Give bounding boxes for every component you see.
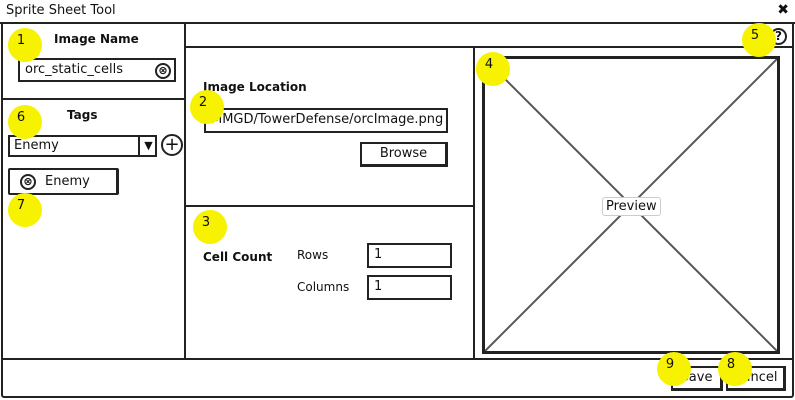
image-name-input[interactable]: orc_static_cells: [18, 58, 176, 82]
chevron-down-icon[interactable]: ▼: [138, 135, 157, 157]
divider-right: [473, 46, 475, 358]
tags-dropdown[interactable]: Enemy: [8, 135, 157, 157]
image-location-input[interactable]: MMGD/TowerDefense/orcImage.png: [204, 108, 448, 133]
divider-footer: [2, 358, 793, 360]
rows-value: 1: [374, 247, 383, 262]
clear-icon[interactable]: ⊗: [155, 63, 171, 79]
tag-chip: ⊗ Enemy: [8, 168, 119, 195]
preview-label: Preview: [602, 197, 661, 216]
tags-label: Tags: [67, 108, 98, 122]
callout-badge-6: 6: [8, 105, 42, 139]
tag-chip-label: Enemy: [45, 174, 90, 189]
callout-badge-9: 9: [657, 352, 691, 386]
badge-9-number: 9: [665, 357, 675, 372]
columns-value: 1: [374, 279, 383, 294]
callout-badge-3: 3: [193, 210, 227, 244]
divider-top-h: [186, 46, 793, 48]
divider-left-h: [2, 98, 184, 100]
image-name-label: Image Name: [54, 32, 139, 46]
title-bar: Sprite Sheet Tool ✖: [0, 0, 795, 24]
divider-left: [184, 24, 186, 358]
badge-5-number: 5: [750, 28, 760, 43]
callout-badge-7: 7: [8, 193, 42, 227]
badge-6-number: 6: [16, 110, 26, 125]
rows-label: Rows: [297, 248, 329, 262]
rows-input[interactable]: 1: [367, 243, 452, 268]
remove-glyph: ⊗: [23, 175, 33, 188]
image-location-label: Image Location: [203, 80, 307, 94]
badge-4-number: 4: [484, 57, 494, 72]
add-tag-icon[interactable]: +: [161, 134, 183, 156]
callout-badge-5: 5: [742, 23, 776, 57]
badge-8-number: 8: [726, 357, 736, 372]
callout-badge-2: 2: [190, 90, 224, 124]
callout-badge-8: 8: [718, 352, 752, 386]
remove-tag-icon[interactable]: ⊗: [20, 174, 36, 190]
tags-dropdown-value: Enemy: [14, 138, 59, 153]
callout-badge-1: 1: [8, 28, 42, 62]
preview-panel: Preview: [482, 56, 780, 354]
columns-input[interactable]: 1: [367, 275, 452, 300]
close-icon[interactable]: ✖: [777, 2, 789, 18]
window-title: Sprite Sheet Tool: [6, 3, 116, 18]
badge-3-number: 3: [201, 215, 211, 230]
image-location-value: MMGD/TowerDefense/orcImage.png: [211, 112, 444, 127]
callout-badge-4: 4: [476, 52, 510, 86]
browse-button[interactable]: Browse: [360, 142, 448, 167]
badge-1-number: 1: [16, 33, 26, 48]
clear-glyph: ⊗: [158, 64, 168, 77]
badge-7-number: 7: [16, 198, 26, 213]
image-name-value: orc_static_cells: [25, 62, 123, 77]
columns-label: Columns: [297, 280, 350, 294]
badge-2-number: 2: [198, 95, 208, 110]
divider-mid-h: [186, 205, 473, 207]
cell-count-label: Cell Count: [203, 250, 273, 264]
